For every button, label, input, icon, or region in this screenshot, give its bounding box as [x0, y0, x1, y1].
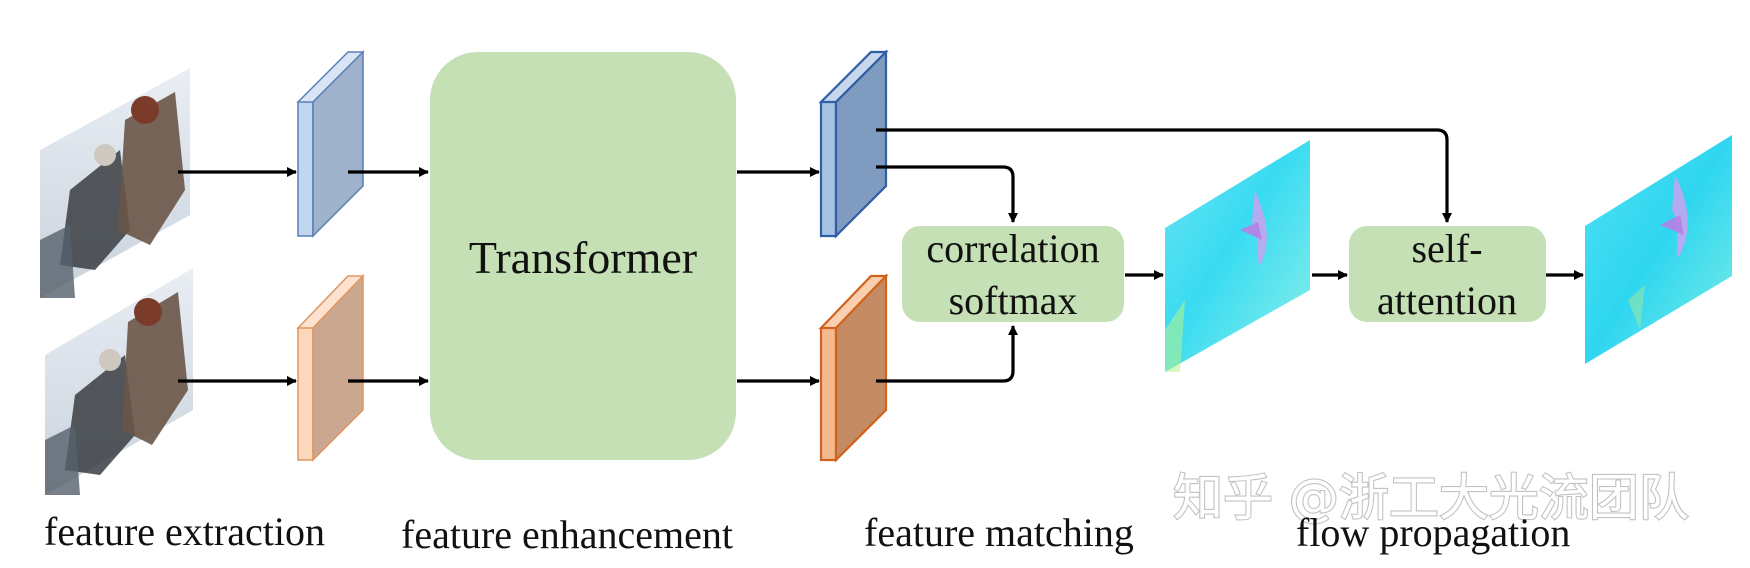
- arrow-feature2-to-correlation: [876, 325, 1018, 383]
- self-attention-label-line1: self-: [1411, 226, 1482, 271]
- arrow-feature1-to-self-attention: [876, 128, 1452, 223]
- correlation-label: correlation: [926, 226, 1099, 271]
- flow-field-initial: [1165, 140, 1310, 372]
- feature-map-blue-large: [818, 49, 889, 239]
- stage-label-enhancement: feature enhancement: [401, 512, 733, 557]
- transformer-block: [430, 52, 736, 460]
- self-attention-block: [1349, 226, 1546, 322]
- stage-label-propagation: flow propagation: [1296, 510, 1570, 555]
- stage-label-matching: feature matching: [864, 510, 1134, 555]
- feature-map-orange-large: [818, 273, 889, 463]
- softmax-label: softmax: [949, 278, 1078, 323]
- watermark-text: 知乎 @浙工大光流团队: [1173, 469, 1689, 527]
- stage-label-extraction: feature extraction: [44, 509, 325, 554]
- flow-field-refined: [1585, 135, 1732, 364]
- transformer-label: Transformer: [469, 232, 697, 283]
- arrow-feature1-to-correlation: [876, 165, 1018, 223]
- self-attention-label-line2: attention: [1377, 278, 1517, 323]
- feature-map-orange-small: [296, 274, 365, 462]
- arrows: [178, 128, 1584, 386]
- feature-map-blue-small: [296, 50, 365, 238]
- input-image-top: [40, 68, 190, 298]
- correlation-softmax-block: [902, 226, 1124, 322]
- input-image-bottom: [45, 268, 193, 495]
